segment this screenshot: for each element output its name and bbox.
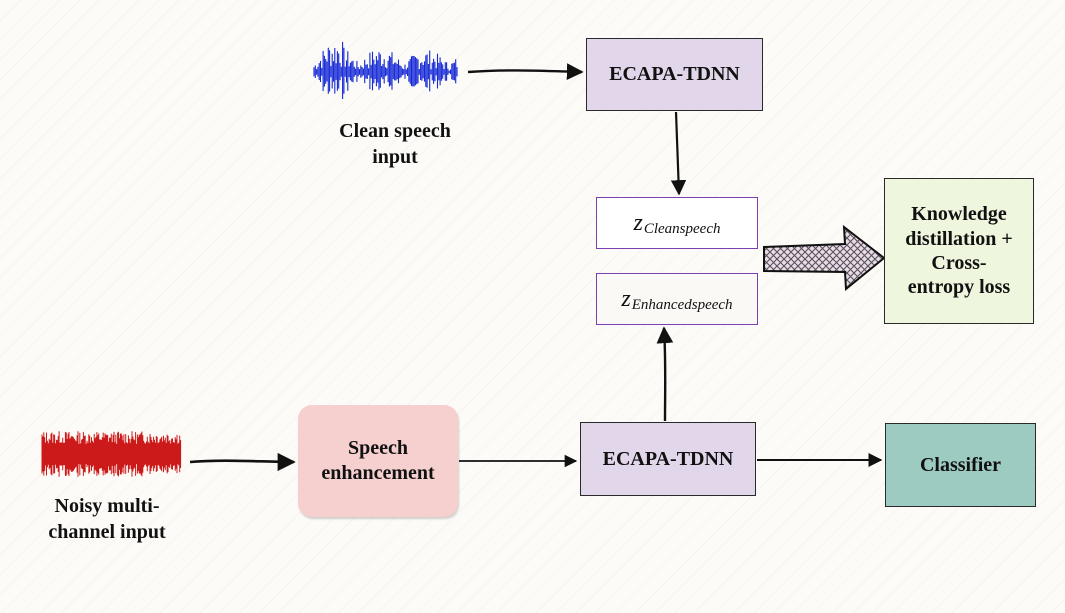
enhanced-embedding-subscript: Enhancedspeech xyxy=(631,296,733,313)
ecapa-tdnn-teacher-block: ECAPA-TDNN xyxy=(586,38,763,111)
arrow-ecapa-to-z-clean xyxy=(670,111,687,196)
enhanced-embedding-symbol: z xyxy=(621,285,631,312)
arrow-noisy-to-enhancement xyxy=(189,452,296,472)
noisy-waveform-trace xyxy=(41,431,182,477)
speech-enhancement-label-line2: enhancement xyxy=(321,462,435,484)
classifier-label: Classifier xyxy=(919,453,1002,476)
loss-label-line1: Knowledge xyxy=(911,203,1007,226)
clean-waveform-icon xyxy=(313,42,458,99)
noisy-waveform-icon xyxy=(41,431,182,477)
speech-enhancement-label-line1: Speech xyxy=(347,437,408,459)
arrow-clean-to-ecapa xyxy=(467,63,584,80)
clean-embedding-subscript: Cleanspeech xyxy=(643,220,721,237)
loss-label-line3: Cross- xyxy=(931,252,987,274)
clean-input-caption-line1: Clean speech xyxy=(339,120,451,142)
clean-embedding-symbol: z xyxy=(633,209,643,236)
clean-input-caption: Clean speech input xyxy=(310,118,480,170)
clean-waveform-trace xyxy=(313,42,458,99)
clean-input-caption-line2: input xyxy=(372,146,418,168)
ecapa-tdnn-teacher-label: ECAPA-TDNN xyxy=(609,63,740,85)
loss-label-line2: distillation + xyxy=(905,227,1013,250)
ecapa-tdnn-student-block: ECAPA-TDNN xyxy=(580,422,756,496)
loss-label-line4: entropy loss xyxy=(907,276,1011,299)
loss-hatched-arrow xyxy=(763,224,886,292)
speech-enhancement-block: Speech enhancement xyxy=(298,405,458,517)
arrow-ecapa-to-z-enhanced xyxy=(656,326,674,422)
noisy-input-caption-line2: channel input xyxy=(48,521,166,543)
loss-block: Knowledge distillation + Cross- entropy … xyxy=(884,178,1034,324)
noisy-input-caption-line1: Noisy multi- xyxy=(54,495,160,517)
noisy-input-caption: Noisy multi- channel input xyxy=(22,493,192,545)
classifier-block: Classifier xyxy=(885,423,1036,507)
ecapa-tdnn-student-label: ECAPA-TDNN xyxy=(602,447,734,470)
